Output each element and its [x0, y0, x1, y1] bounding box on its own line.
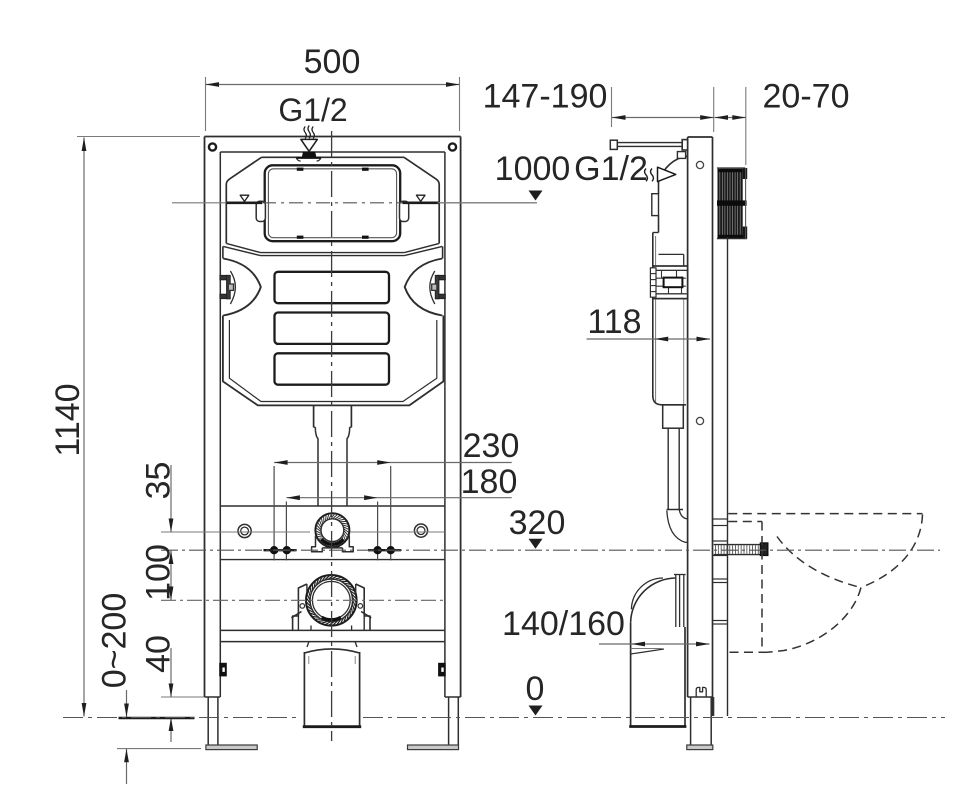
svg-text:320: 320 [509, 504, 566, 542]
svg-text:20-70: 20-70 [763, 78, 850, 116]
svg-text:118: 118 [587, 303, 641, 341]
svg-text:G1/2: G1/2 [574, 150, 648, 188]
svg-text:500: 500 [304, 43, 361, 81]
svg-text:0: 0 [526, 670, 545, 708]
svg-text:G1/2: G1/2 [278, 92, 347, 128]
svg-text:1000: 1000 [495, 150, 571, 188]
svg-text:100: 100 [140, 544, 178, 601]
svg-text:230: 230 [463, 427, 520, 465]
svg-text:40: 40 [140, 635, 178, 673]
svg-text:147-190: 147-190 [483, 78, 608, 116]
svg-text:140/160: 140/160 [502, 605, 625, 643]
svg-text:35: 35 [140, 462, 178, 500]
svg-text:180: 180 [461, 463, 518, 501]
svg-text:0~200: 0~200 [96, 593, 134, 689]
svg-text:1140: 1140 [49, 383, 87, 456]
